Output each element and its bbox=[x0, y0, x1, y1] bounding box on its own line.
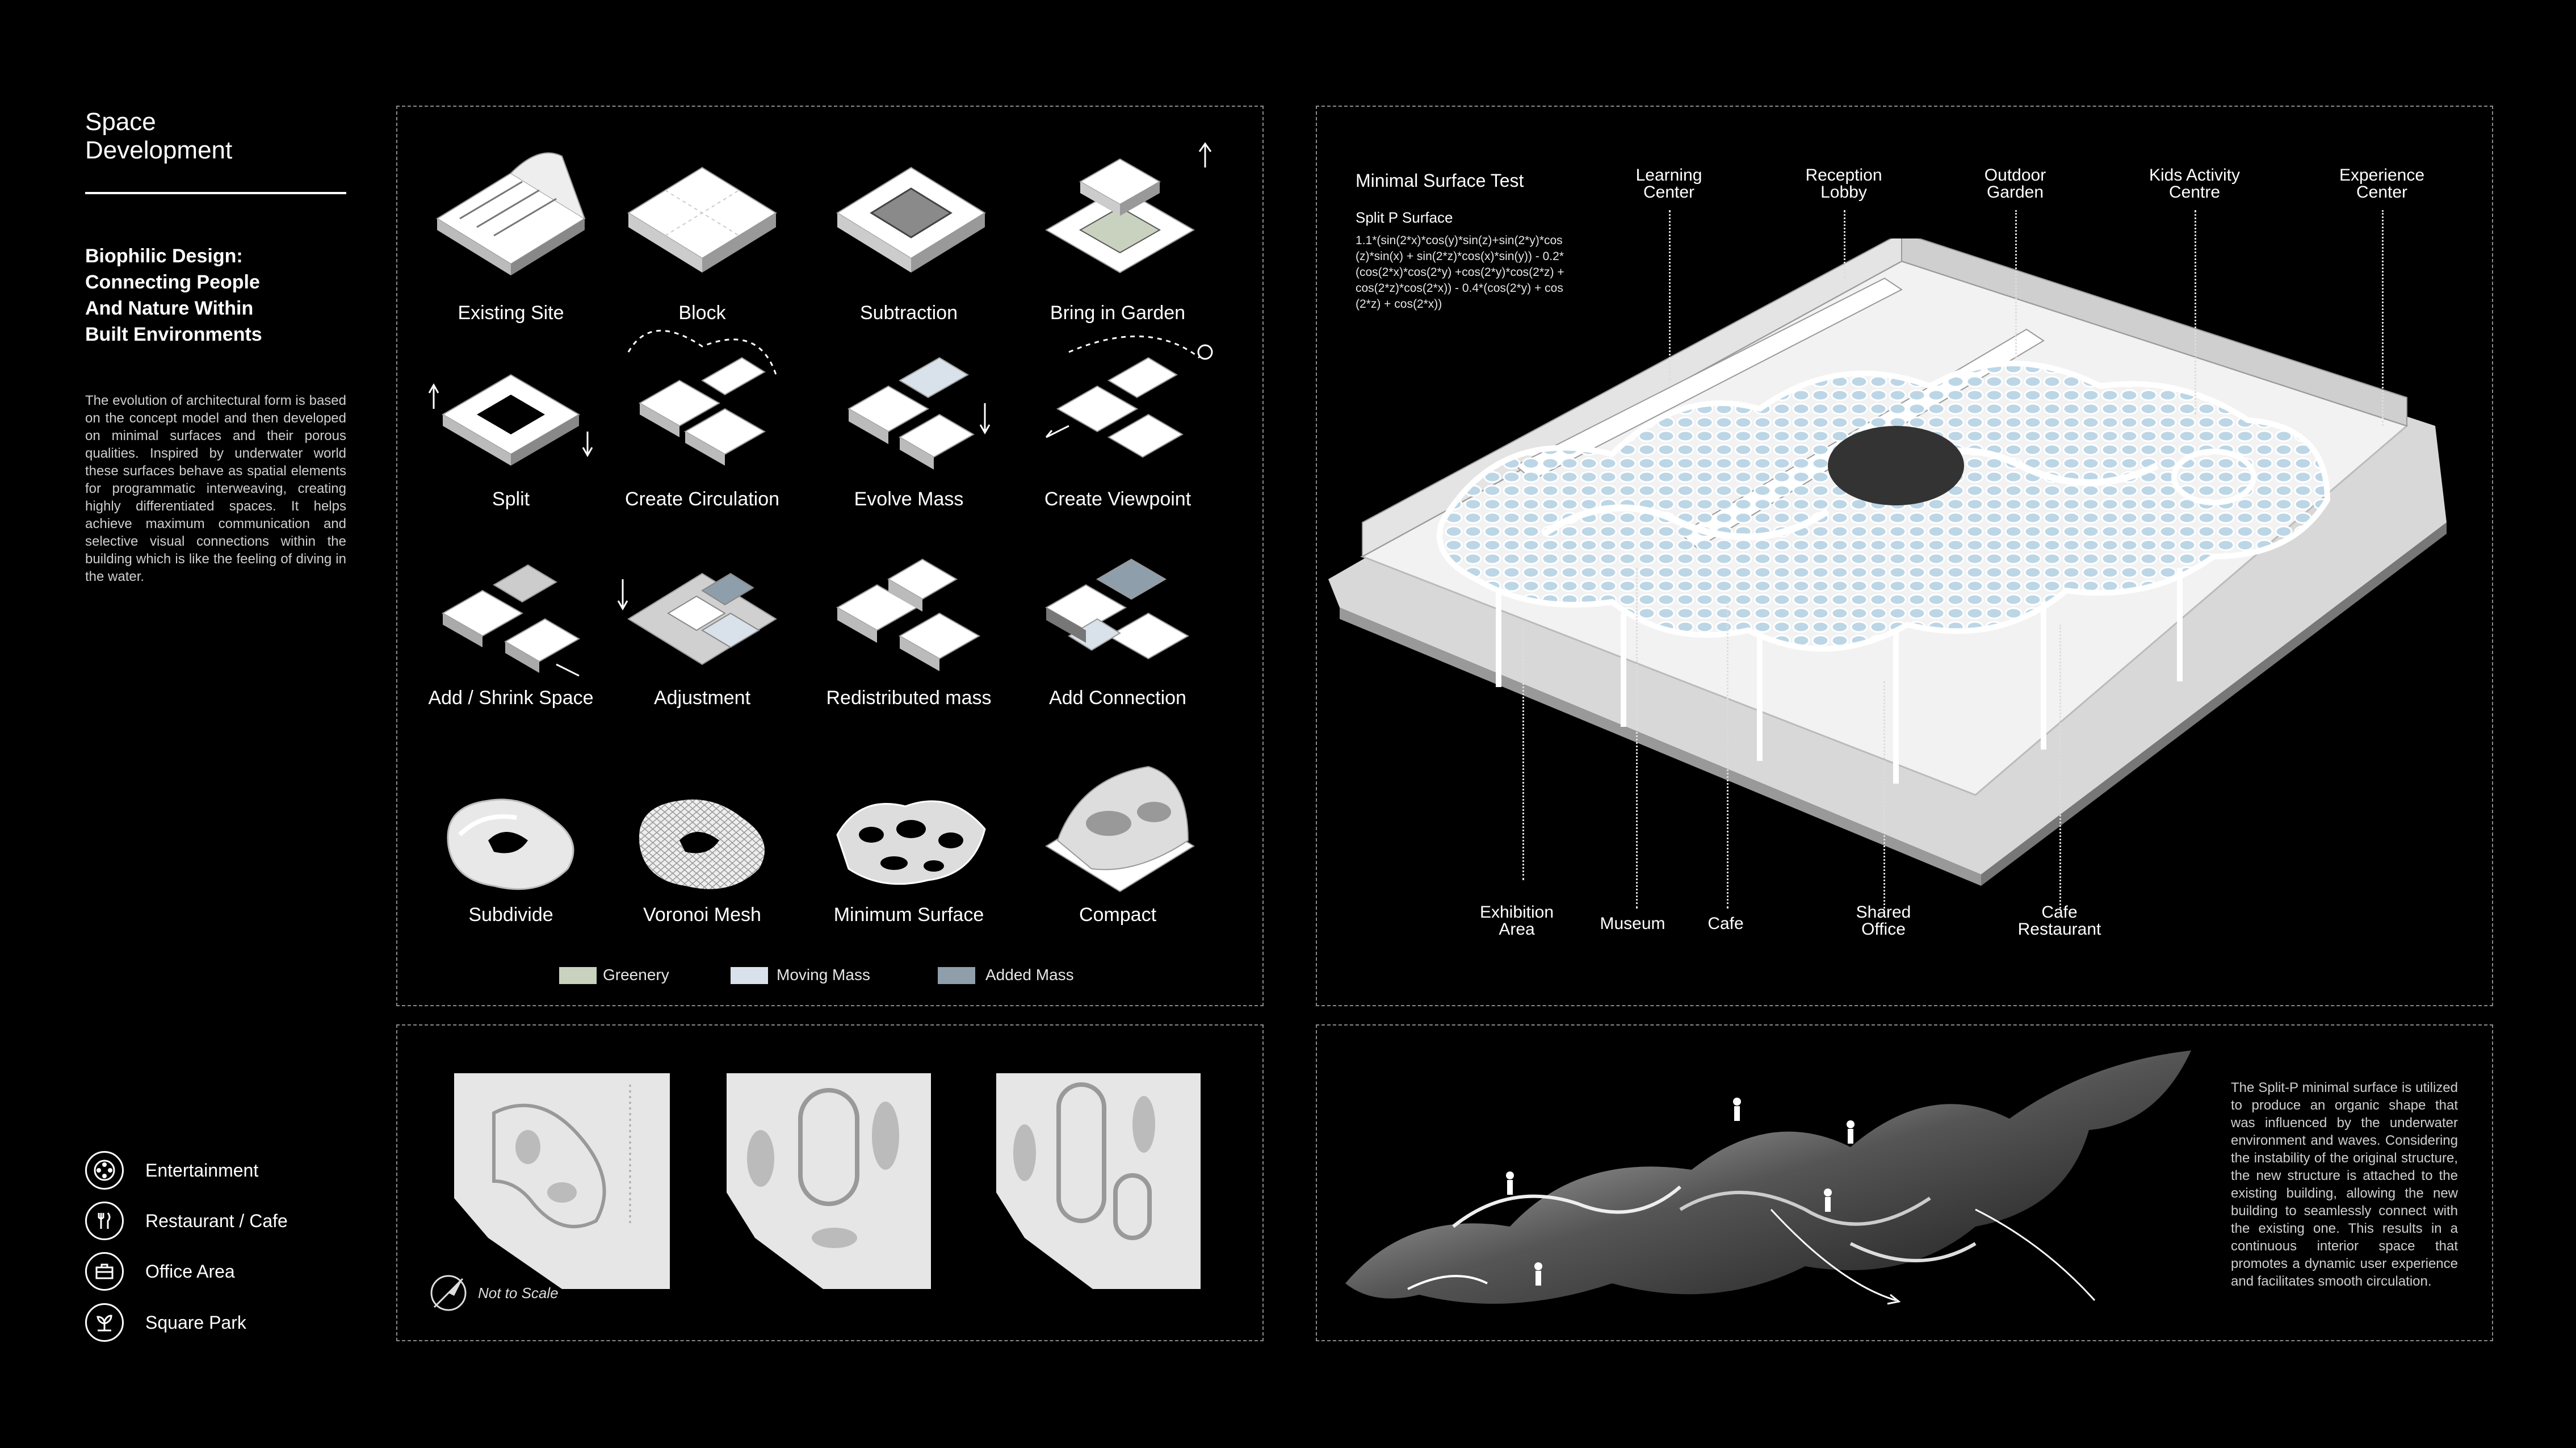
callout-experience-center: Experience Center bbox=[2339, 166, 2425, 202]
subdivide-diagram bbox=[447, 798, 574, 890]
plant-icon bbox=[85, 1303, 124, 1342]
leader-line bbox=[1522, 625, 1524, 880]
floor-plans-panel bbox=[396, 1024, 1264, 1341]
step-label: Subdivide bbox=[468, 904, 553, 926]
step-label: Create Viewpoint bbox=[1044, 488, 1191, 510]
program-legend-restaurant: Restaurant / Cafe bbox=[85, 1200, 288, 1241]
legend-swatch-greenery bbox=[559, 967, 597, 984]
cutlery-icon bbox=[85, 1202, 124, 1240]
callout-reception-lobby: Reception Lobby bbox=[1805, 166, 1882, 202]
page-subtitle: Biophilic Design: Connecting People And … bbox=[85, 245, 262, 345]
floor-plan-2 bbox=[727, 1073, 931, 1289]
leader-line bbox=[2059, 625, 2061, 909]
leader-line bbox=[2382, 210, 2384, 426]
leader-line bbox=[1669, 210, 1671, 380]
step-label: Create Circulation bbox=[624, 488, 780, 510]
surface-study-description: The Split-P minimal surface is utilized … bbox=[2231, 1080, 2458, 1289]
floor-plan-1 bbox=[454, 1073, 670, 1289]
step-label: Add Connection bbox=[1049, 687, 1186, 709]
surface-study-panel bbox=[1316, 1024, 2493, 1341]
compact-diagram bbox=[1045, 765, 1195, 893]
scale-note: Not to Scale bbox=[478, 1284, 559, 1301]
program-legend-entertainment: Entertainment bbox=[85, 1150, 258, 1191]
leader-line bbox=[2015, 210, 2017, 358]
step-label: Evolve Mass bbox=[854, 488, 964, 510]
intro-paragraph: The evolution of architectural form is b… bbox=[85, 393, 346, 584]
existing-site-diagram bbox=[436, 152, 586, 275]
adjustment-diagram bbox=[617, 572, 777, 666]
callout-learning-center: Learning Center bbox=[1635, 166, 1702, 202]
step-label: Block bbox=[678, 302, 726, 324]
program-legend-label: Office Area bbox=[145, 1261, 235, 1282]
program-legend-office: Office Area bbox=[85, 1251, 235, 1292]
program-legend-label: Entertainment bbox=[145, 1160, 259, 1181]
split-diagram bbox=[428, 374, 593, 466]
step-label: Redistributed mass bbox=[826, 687, 992, 709]
create-viewpoint-diagram bbox=[1045, 335, 1213, 458]
minimal-surface-test-title: Minimal Surface Test bbox=[1356, 170, 1524, 191]
film-reel-icon bbox=[85, 1151, 124, 1190]
legend-label-moving-mass: Moving Mass bbox=[777, 966, 870, 984]
program-legend-park: Square Park bbox=[85, 1302, 246, 1343]
evolve-mass-diagram bbox=[847, 357, 991, 470]
step-label: Compact bbox=[1079, 904, 1157, 926]
page-title: Space Development bbox=[85, 108, 233, 164]
create-circulation-diagram bbox=[627, 329, 777, 466]
process-diagram-panel bbox=[396, 106, 1264, 1006]
callout-museum: Museum bbox=[1600, 914, 1665, 933]
step-label: Bring in Garden bbox=[1050, 302, 1186, 324]
briefcase-icon bbox=[85, 1252, 124, 1291]
legend-label-greenery: Greenery bbox=[603, 966, 669, 984]
legend-swatch-added-mass bbox=[938, 967, 975, 984]
leader-line bbox=[2195, 210, 2196, 415]
callout-shared-office: Shared Office bbox=[1856, 903, 1911, 939]
voronoi-mesh-diagram bbox=[639, 800, 765, 889]
surface-name: Split P Surface bbox=[1356, 209, 1453, 226]
axonometric-panel bbox=[1316, 106, 2493, 1006]
surface-formula: 1.1*(sin(2*x)*cos(y)*sin(z)+sin(2*y)*cos… bbox=[1356, 234, 1564, 311]
add-connection-diagram bbox=[1044, 558, 1190, 660]
step-label: Add / Shrink Space bbox=[428, 687, 594, 709]
redistributed-mass-diagram bbox=[836, 558, 981, 671]
callout-cafe: Cafe bbox=[1707, 914, 1744, 933]
bring-in-garden-diagram bbox=[1044, 142, 1212, 274]
north-arrow-icon bbox=[430, 1275, 467, 1311]
step-label: Existing Site bbox=[458, 302, 564, 324]
step-label: Subtraction bbox=[860, 302, 958, 324]
program-legend-label: Restaurant / Cafe bbox=[145, 1210, 288, 1231]
title-divider bbox=[85, 192, 346, 194]
step-label: Voronoi Mesh bbox=[643, 904, 761, 926]
step-label: Adjustment bbox=[653, 687, 751, 709]
minimum-surface-diagram bbox=[836, 800, 986, 885]
split-p-surface-render bbox=[1345, 1051, 2191, 1305]
floor-plan-3 bbox=[996, 1073, 1201, 1289]
subtraction-diagram bbox=[836, 166, 986, 273]
callout-cafe-restaurant: Cafe Restaurant bbox=[2017, 903, 2101, 939]
program-legend-label: Square Park bbox=[145, 1312, 246, 1333]
callout-exhibition-area: Exhibition Area bbox=[1479, 903, 1554, 939]
building-axonometric-model bbox=[1328, 238, 2447, 886]
leader-line bbox=[1844, 210, 1845, 278]
step-label: Split bbox=[492, 488, 530, 510]
add-shrink-space-diagram bbox=[441, 564, 580, 677]
step-label: Minimum Surface bbox=[833, 904, 984, 926]
leader-line bbox=[1727, 602, 1728, 909]
callout-kids-activity-centre: Kids Activity Centre bbox=[2149, 166, 2241, 202]
callout-outdoor-garden: Outdoor Garden bbox=[1984, 166, 2046, 202]
block-diagram bbox=[627, 166, 777, 273]
legend-label-added-mass: Added Mass bbox=[985, 966, 1074, 984]
legend-swatch-moving-mass bbox=[731, 967, 768, 984]
leader-line bbox=[1883, 681, 1885, 909]
leader-line bbox=[1636, 568, 1638, 909]
